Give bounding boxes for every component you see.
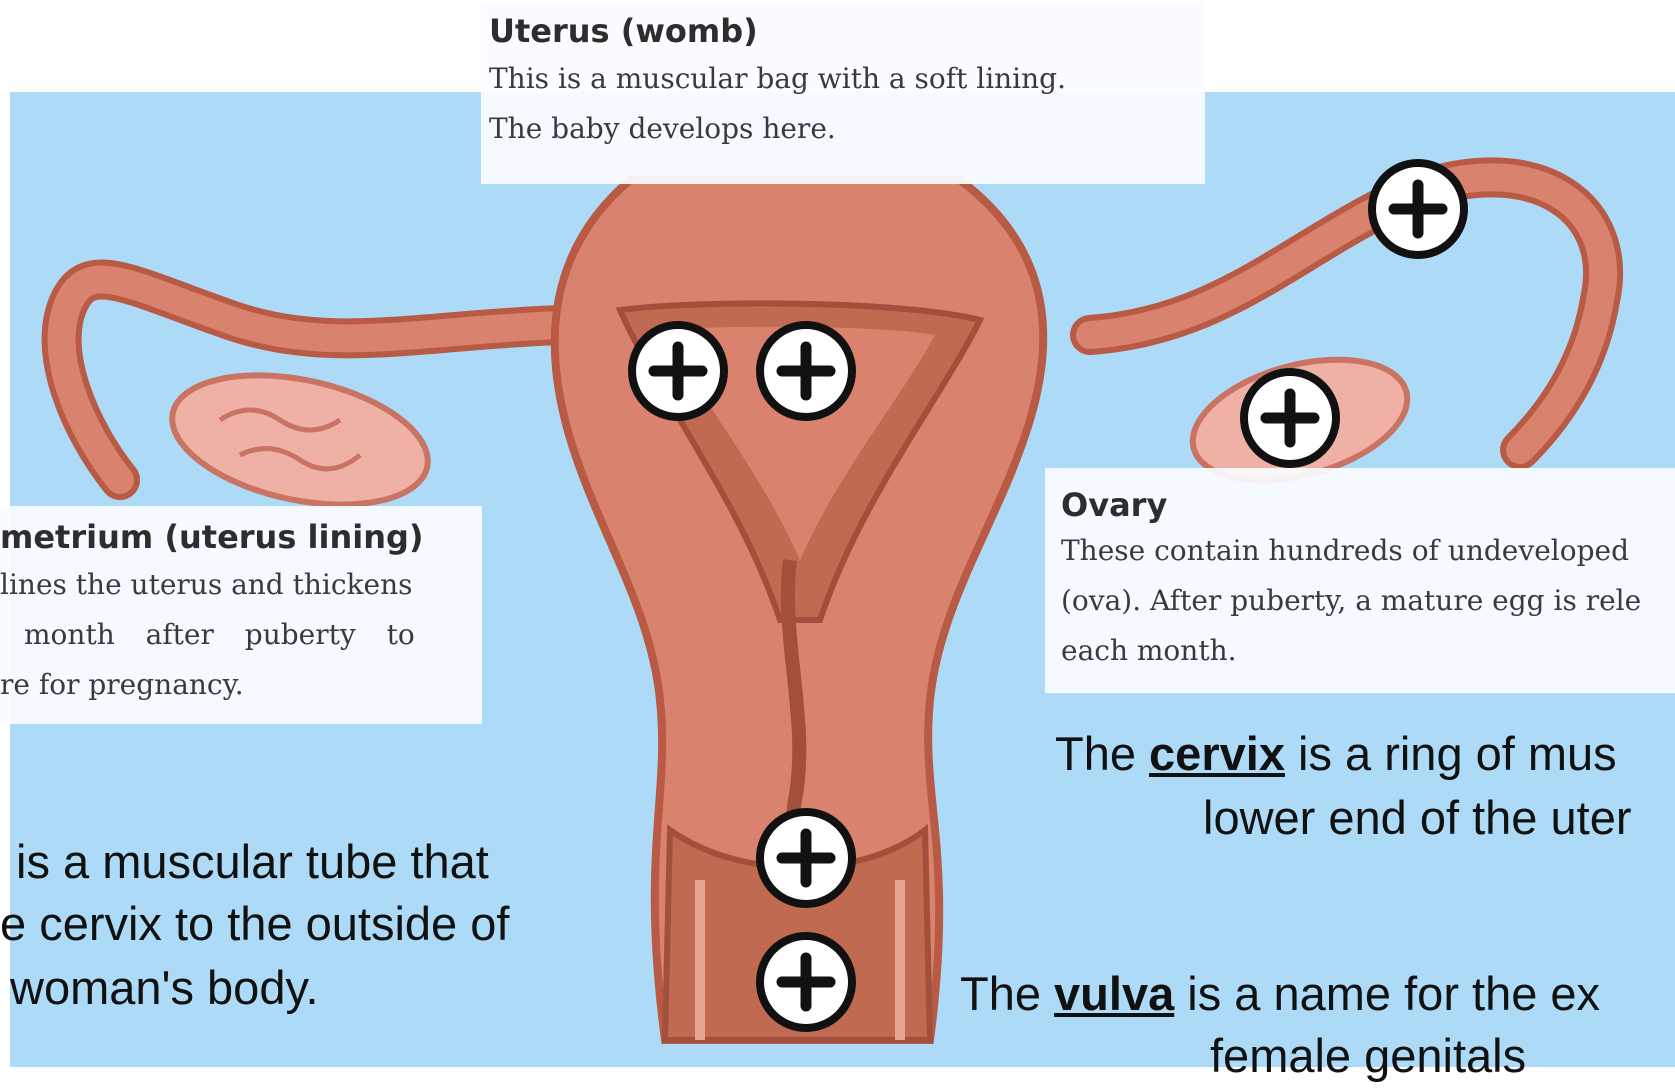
vulva-description: The vulva is a name for the ex — [960, 962, 1600, 1026]
left-ovary — [160, 354, 439, 525]
endometrium-card-line-3: re for pregnancy. — [0, 660, 482, 710]
endometrium-info-card: metrium (uterus lining) lines the uterus… — [0, 506, 482, 724]
vagina-description-line-1: is a muscular tube that — [16, 830, 489, 894]
uterus-card-title: Uterus (womb) — [489, 12, 1197, 50]
endometrium-card-title: metrium (uterus lining) — [0, 518, 482, 556]
cervix-term: cervix — [1149, 727, 1285, 780]
uterus-info-card: Uterus (womb) This is a muscular bag wit… — [481, 2, 1205, 184]
ovary-info-card: Ovary These contain hundreds of undevelo… — [1045, 468, 1675, 693]
vulva-term: vulva — [1054, 967, 1174, 1020]
vulva-description-line-2: female genitals — [1210, 1024, 1526, 1088]
ovary-card-line-3: each month. — [1061, 626, 1675, 676]
uterus-card-line-1: This is a muscular bag with a soft linin… — [489, 54, 1197, 104]
cervix-hotspot[interactable] — [760, 812, 852, 904]
cervix-description: The cervix is a ring of mus — [1055, 722, 1617, 786]
vagina-hotspot[interactable] — [760, 936, 852, 1028]
ovary-card-title: Ovary — [1061, 486, 1675, 524]
fallopian-tube-hotspot[interactable] — [1372, 163, 1464, 255]
ovary-card-line-2: (ova). After puberty, a mature egg is re… — [1061, 576, 1675, 626]
ovary-card-line-1: These contain hundreds of undeveloped — [1061, 526, 1675, 576]
ovary-hotspot[interactable] — [1244, 372, 1336, 464]
cervix-prefix: The — [1055, 727, 1149, 780]
uterus-card-line-2: The baby develops here. — [489, 104, 1197, 154]
vulva-suffix: is a name for the ex — [1174, 967, 1600, 1020]
cervix-description-line-2: lower end of the uter — [1203, 786, 1632, 850]
uterus-lining-hotspot-right[interactable] — [760, 325, 852, 417]
endometrium-card-line-2: month after puberty to — [0, 610, 482, 660]
vagina-description-line-3: woman's body. — [10, 956, 319, 1020]
cervix-suffix: is a ring of mus — [1285, 727, 1617, 780]
vulva-prefix: The — [960, 967, 1054, 1020]
uterus-lining-hotspot-left[interactable] — [632, 325, 724, 417]
endometrium-card-line-1: lines the uterus and thickens — [0, 560, 482, 610]
vagina-description-line-2: e cervix to the outside of — [0, 892, 509, 956]
